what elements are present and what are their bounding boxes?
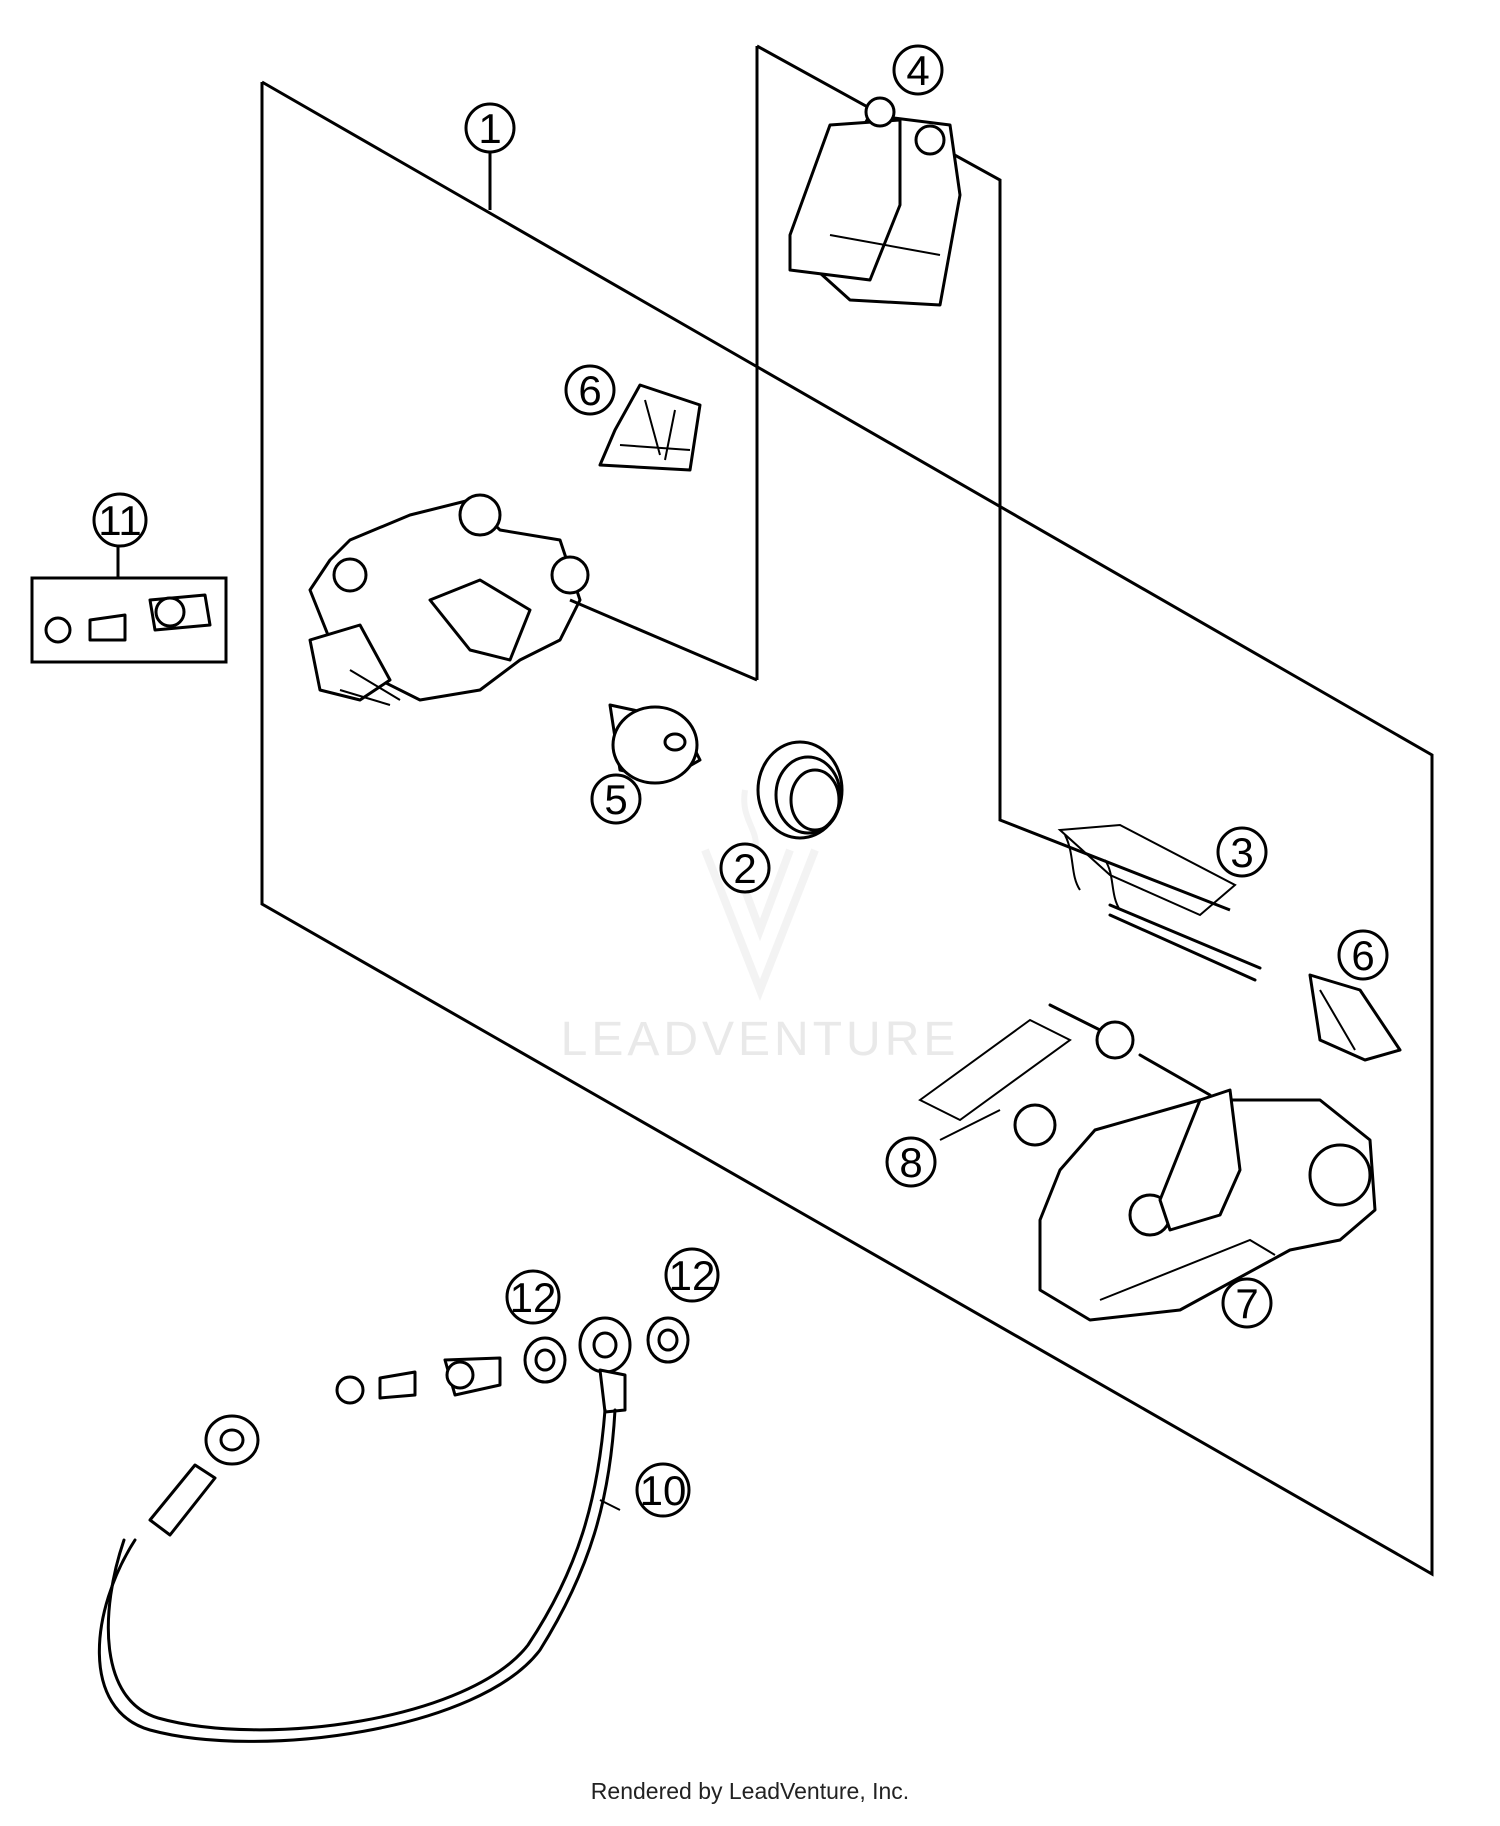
svg-text:2: 2 xyxy=(733,845,756,892)
brake-pads xyxy=(788,96,962,307)
callout-4: 4 xyxy=(892,44,944,96)
bleeder-parts xyxy=(335,1356,502,1405)
callout-5: 5 xyxy=(590,773,642,825)
svg-text:12: 12 xyxy=(669,1252,716,1299)
spring-clip-upper xyxy=(598,383,702,472)
callout-11: 11 xyxy=(92,492,148,548)
caliper-support xyxy=(1038,1088,1377,1322)
callout-12-left: 12 xyxy=(505,1269,561,1325)
svg-text:12: 12 xyxy=(510,1274,557,1321)
spring-clip-lower xyxy=(1308,973,1402,1062)
callout-3: 3 xyxy=(1216,826,1268,878)
footer-credit: Rendered by LeadVenture, Inc. xyxy=(590,1778,910,1804)
brake-hose xyxy=(97,1316,632,1743)
callout-2: 2 xyxy=(719,842,771,894)
callout-12-right: 12 xyxy=(664,1247,720,1303)
bleeder-kit-box xyxy=(30,545,228,664)
callout-10: 10 xyxy=(635,1462,691,1518)
callout-7: 7 xyxy=(1221,1277,1273,1329)
svg-text:10: 10 xyxy=(640,1467,687,1514)
svg-text:4: 4 xyxy=(906,47,929,94)
seal-rings xyxy=(756,740,844,840)
callout-1: 1 xyxy=(464,102,516,154)
guide-pins xyxy=(918,1003,1212,1147)
caliper-body xyxy=(308,493,758,706)
svg-text:6: 6 xyxy=(1351,932,1374,979)
washers xyxy=(523,1316,690,1384)
pad-pin xyxy=(1057,823,1262,982)
svg-text:5: 5 xyxy=(604,776,627,823)
svg-text:6: 6 xyxy=(578,367,601,414)
svg-text:8: 8 xyxy=(899,1139,922,1186)
callout-6-upper: 6 xyxy=(564,364,616,416)
svg-text:3: 3 xyxy=(1230,829,1253,876)
callout-8: 8 xyxy=(885,1136,937,1188)
svg-text:1: 1 xyxy=(478,105,501,152)
svg-text:7: 7 xyxy=(1235,1280,1258,1327)
callout-6-lower: 6 xyxy=(1337,929,1389,981)
watermark-text: LEADVENTURE xyxy=(561,1013,960,1066)
caliper-assembly-panel xyxy=(260,80,1434,1577)
svg-text:11: 11 xyxy=(98,497,142,544)
piston xyxy=(608,703,702,785)
